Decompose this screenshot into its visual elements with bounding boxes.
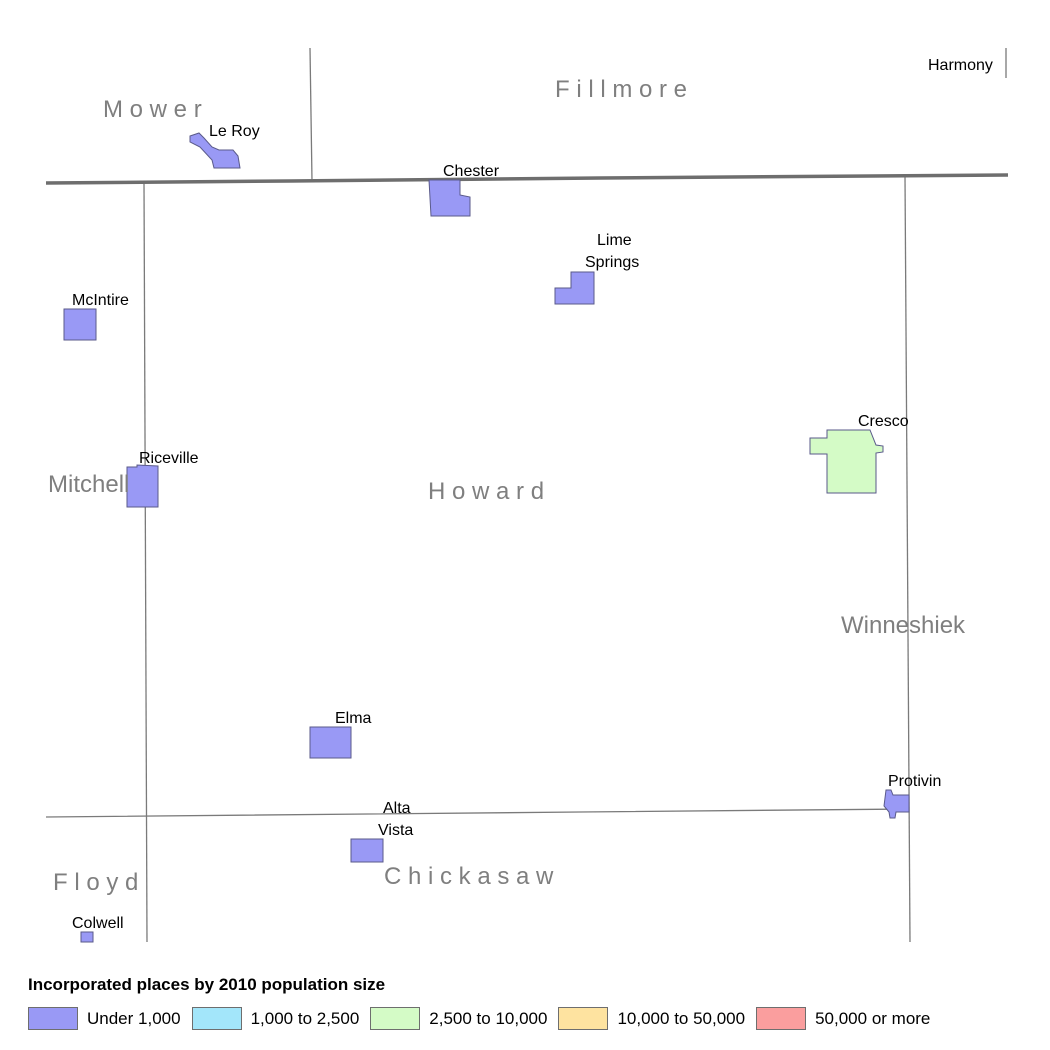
- legend-item-50000-or-more: 50,000 or more: [756, 1007, 930, 1030]
- floyd-county-label: F l o y d: [53, 869, 138, 896]
- legend-item-10000-to-50000: 10,000 to 50,000: [558, 1007, 745, 1030]
- elma-place[interactable]: [309, 726, 352, 759]
- legend-swatch: [558, 1007, 609, 1030]
- legend-label: 2,500 to 10,000: [429, 1008, 548, 1028]
- state-border: [45, 173, 1009, 185]
- legend-items: Under 1,000 1,000 to 2,500 2,500 to 10,0…: [28, 1007, 1028, 1030]
- fillmore-county-label: F i l l m o r e: [555, 76, 687, 103]
- chester-label: Chester: [443, 163, 500, 180]
- mcintire-label: McIntire: [72, 292, 129, 309]
- place-labels: Harmony Le Roy Chester Lime Springs McIn…: [72, 57, 993, 932]
- protivin-label: Protivin: [888, 773, 941, 790]
- colwell-label: Colwell: [72, 915, 124, 932]
- cresco-place[interactable]: [809, 429, 884, 494]
- riceville-place[interactable]: [126, 464, 159, 508]
- legend-label: 50,000 or more: [815, 1008, 931, 1028]
- mower-fillmore-boundary: [309, 47, 313, 182]
- lime-springs-place[interactable]: [554, 271, 595, 305]
- legend-swatch: [191, 1007, 242, 1030]
- mitchell-county-label: Mitchell: [48, 471, 129, 498]
- alta-vista-place[interactable]: [350, 838, 384, 863]
- chester-place[interactable]: [428, 179, 471, 217]
- legend-item-1000-to-2500: 1,000 to 2,500: [191, 1007, 360, 1030]
- cresco-label: Cresco: [858, 413, 909, 430]
- le-roy-label: Le Roy: [209, 123, 260, 140]
- county-boundaries: [45, 47, 1007, 943]
- elma-label: Elma: [335, 710, 372, 727]
- harmony-label: Harmony: [928, 57, 993, 74]
- howard-east-boundary: [904, 175, 911, 943]
- le-roy-place[interactable]: [189, 132, 241, 169]
- legend-swatch: [28, 1007, 78, 1030]
- legend-title: Incorporated places by 2010 population s…: [28, 975, 386, 994]
- chickasaw-county-label: C h i c k a s a w: [384, 863, 554, 890]
- winneshiek-county-label: Winneshiek: [841, 612, 966, 639]
- protivin-place[interactable]: [883, 789, 910, 819]
- alta-vista-label-line2: Vista: [378, 822, 413, 839]
- howard-south-boundary: [45, 808, 909, 818]
- howard-county-label: H o w a r d: [428, 478, 544, 505]
- legend-item-under-1000: Under 1,000: [28, 1007, 181, 1030]
- howard-west-boundary: [143, 181, 148, 943]
- county-labels: M o w e r F i l l m o r e Mitchell H o w…: [48, 76, 966, 896]
- legend-label: Under 1,000: [87, 1008, 181, 1028]
- legend: Incorporated places by 2010 population s…: [28, 975, 1028, 1030]
- mcintire-place[interactable]: [63, 308, 97, 341]
- legend-swatch: [756, 1007, 807, 1030]
- legend-label: 1,000 to 2,500: [250, 1008, 360, 1028]
- legend-item-2500-to-10000: 2,500 to 10,000: [370, 1007, 547, 1030]
- lime-springs-label-line1: Lime: [597, 232, 632, 249]
- colwell-place[interactable]: [80, 931, 94, 943]
- legend-swatch: [370, 1007, 421, 1030]
- mower-county-label: M o w e r: [103, 96, 202, 123]
- alta-vista-label-line1: Alta: [383, 800, 411, 817]
- incorporated-places: [63, 132, 910, 943]
- legend-label: 10,000 to 50,000: [617, 1008, 746, 1028]
- lime-springs-label-line2: Springs: [585, 254, 639, 271]
- riceville-label: Riceville: [139, 450, 199, 467]
